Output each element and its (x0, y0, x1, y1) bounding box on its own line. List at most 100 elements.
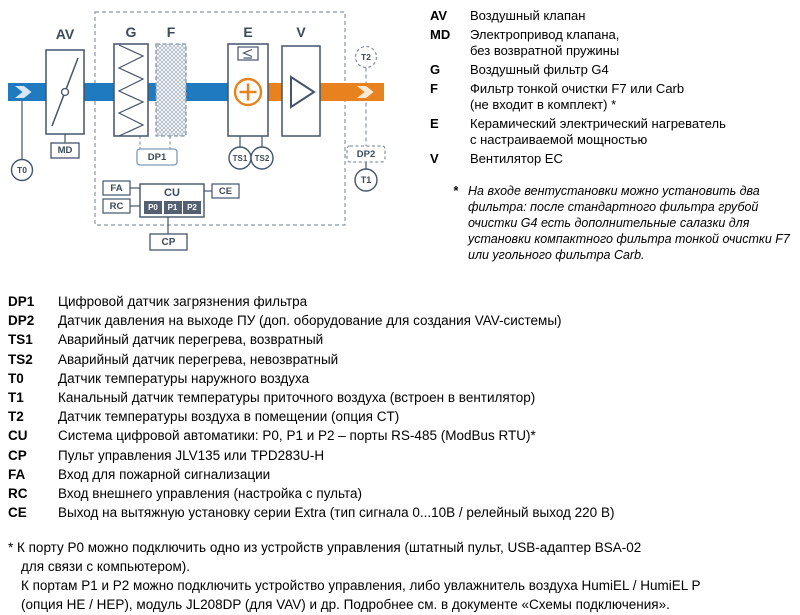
sensor-legend: DP1 Цифровой датчик загрязнения фильтра … (8, 292, 796, 522)
label-ts2: TS2 (254, 153, 270, 163)
port-p2: P2 (183, 201, 201, 214)
legend-text: Фильтр тонкой очистки F7 или Carb (470, 81, 685, 96)
fa-terminal-box (102, 180, 131, 196)
sensor-key: FA (8, 466, 26, 482)
ventilation-unit-diagram: AV G F E V MD T0 T2 DP2 T1 DP1 TS1 TS2 C… (0, 0, 420, 290)
legend-row-e: E Керамический электрический нагреватель… (430, 116, 798, 148)
sensor-row-rc: RC Вход внешнего управления (настройка с… (8, 484, 796, 503)
sensor-key: TS1 (8, 332, 33, 348)
sensor-row-cp: CP Пульт управления JLV135 или TPD283U-H (8, 446, 796, 465)
thermostat-icon (237, 46, 259, 61)
label-t2: T2 (361, 52, 371, 62)
legend-row-f: F Фильтр тонкой очистки F7 или Carb (не … (430, 81, 798, 113)
heater-symbol (227, 43, 269, 137)
label-cp: CP (161, 236, 176, 248)
label-heater-e: E (243, 24, 253, 40)
legend-key: G (430, 62, 441, 77)
sensor-row-dp2: DP2 Датчик давления на выходе ПУ (доп. о… (8, 311, 796, 330)
legend-row-v: V Вентилятор ЕС (430, 151, 798, 167)
label-dp1: DP1 (147, 151, 167, 163)
label-t1: T1 (360, 175, 372, 185)
unit-boundary-box (94, 11, 346, 226)
dp1-sensor-box (136, 148, 178, 166)
sensor-key: DP2 (8, 313, 35, 329)
t0-sensor-circle (10, 158, 34, 182)
t2-sensor-circle (354, 45, 378, 69)
air-valve-symbol (45, 49, 85, 135)
sensor-row-t0: T0 Датчик температуры наружного воздуха (8, 369, 796, 388)
footnote-line: К портам P1 и P2 можно подключить устрой… (21, 578, 701, 593)
legend-row-g: G Воздушный фильтр G4 (430, 62, 798, 78)
sensor-row-t2: T2 Датчик температуры воздуха в помещени… (8, 407, 796, 426)
label-fa: FA (110, 182, 123, 194)
sensor-desc: Датчик давления на выходе ПУ (доп. обору… (58, 313, 562, 329)
label-md: MD (57, 145, 73, 156)
footnote-line: * К порту P0 можно подключить одно из ус… (8, 540, 642, 555)
footnote-line: очистки G4 есть дополнительные салазки д… (468, 216, 750, 230)
md-actuator-box (50, 142, 80, 159)
ts2-sensor-circle (250, 146, 274, 170)
label-fan-v: V (296, 24, 306, 40)
connector-lines (21, 67, 367, 234)
footnote-line: для связи с компьютером). (21, 559, 190, 574)
filter-zigzag-icon (117, 44, 145, 137)
sensor-key: CE (8, 505, 27, 521)
sensor-desc: Вход внешнего управления (настройка с пу… (58, 486, 363, 502)
label-filter-f: F (166, 24, 176, 40)
legend-text: Электропривод клапана, (470, 27, 620, 42)
sensor-desc: Цифровой датчик загрязнения фильтра (58, 294, 308, 309)
legend-text: Воздушный клапан (470, 8, 586, 23)
label-air-valve: AV (55, 26, 75, 42)
rc-terminal-box (102, 198, 131, 214)
legend-key: MD (430, 27, 451, 42)
fine-filter-symbol (155, 43, 187, 137)
legend-text: Вентилятор ЕС (470, 151, 563, 166)
outlet-arrow-icon (357, 86, 374, 98)
label-filter-g: G (125, 24, 137, 40)
sensor-desc: Система цифровой автоматики: P0, P1 и P2… (58, 428, 536, 444)
sensor-desc: Датчик температуры воздуха в помещении (… (58, 409, 400, 425)
sensor-desc: Аварийный датчик перегрева, возвратный (58, 332, 324, 348)
port-p0: P0 (144, 201, 162, 214)
sensor-desc: Аварийный датчик перегрева, невозвратный (58, 351, 339, 367)
label-cu: CU (164, 186, 180, 199)
sensor-desc: Датчик температуры наружного воздуха (58, 370, 310, 386)
sensor-row-ce: CE Выход на вытяжную установку серии Ext… (8, 503, 796, 522)
legend-key: F (430, 81, 438, 96)
legend-row-md: MD Электропривод клапана, без возвратной… (430, 27, 798, 59)
sensor-key: CU (8, 428, 28, 444)
filter-g4-symbol (113, 43, 149, 137)
port-p1: P1 (163, 201, 182, 214)
filter-footnote: * На входе вентустановки можно установит… (430, 183, 798, 263)
label-t0: T0 (17, 165, 27, 175)
sensor-row-ts2: TS2 Аварийный датчик перегрева, невозвра… (8, 350, 796, 369)
footnote-line: На входе вентустановки можно установить … (468, 184, 760, 198)
sensor-key: T0 (8, 370, 24, 386)
legend-row-av: AV Воздушный клапан (430, 8, 798, 24)
legend-text: Воздушный фильтр G4 (470, 62, 609, 77)
page-footnote: * К порту P0 можно подключить одно из ус… (8, 538, 796, 614)
cp-panel-box (149, 233, 188, 251)
sensor-row-cu: CU Система цифровой автоматики: P0, P1 и… (8, 426, 796, 445)
sensor-desc: Пульт управления JLV135 или TPD283U-H (58, 447, 325, 463)
legend-key: E (430, 116, 439, 131)
sensor-row-dp1: DP1 Цифровой датчик загрязнения фильтра (8, 292, 796, 311)
ce-terminal-box (211, 183, 240, 199)
label-rc: RC (109, 200, 124, 212)
t1-sensor-circle (354, 168, 378, 192)
footnote-line: (опция HE / HEP), модуль JL208DP (для VA… (21, 597, 670, 612)
sensor-desc: Канальный датчик температуры приточного … (58, 390, 536, 406)
footnote-line: фильтра: после стандартного фильтра груб… (468, 200, 759, 214)
label-ts1: TS1 (232, 153, 248, 163)
sensor-key: DP1 (8, 294, 35, 309)
sensor-key: TS2 (8, 351, 33, 367)
sensor-row-t1: T1 Канальный датчик температуры приточно… (8, 388, 796, 407)
label-dp2: DP2 (356, 148, 376, 160)
legend-text: без возвратной пружины (470, 43, 620, 58)
component-legend: AV Воздушный клапан MD Электропривод кла… (430, 8, 798, 263)
sensor-row-ts1: TS1 Аварийный датчик перегрева, возвратн… (8, 330, 796, 349)
fan-triangle-icon (290, 75, 316, 109)
legend-key: V (430, 151, 439, 166)
legend-text: с настраиваемой мощностью (470, 132, 648, 147)
sensor-key: RC (8, 486, 28, 502)
